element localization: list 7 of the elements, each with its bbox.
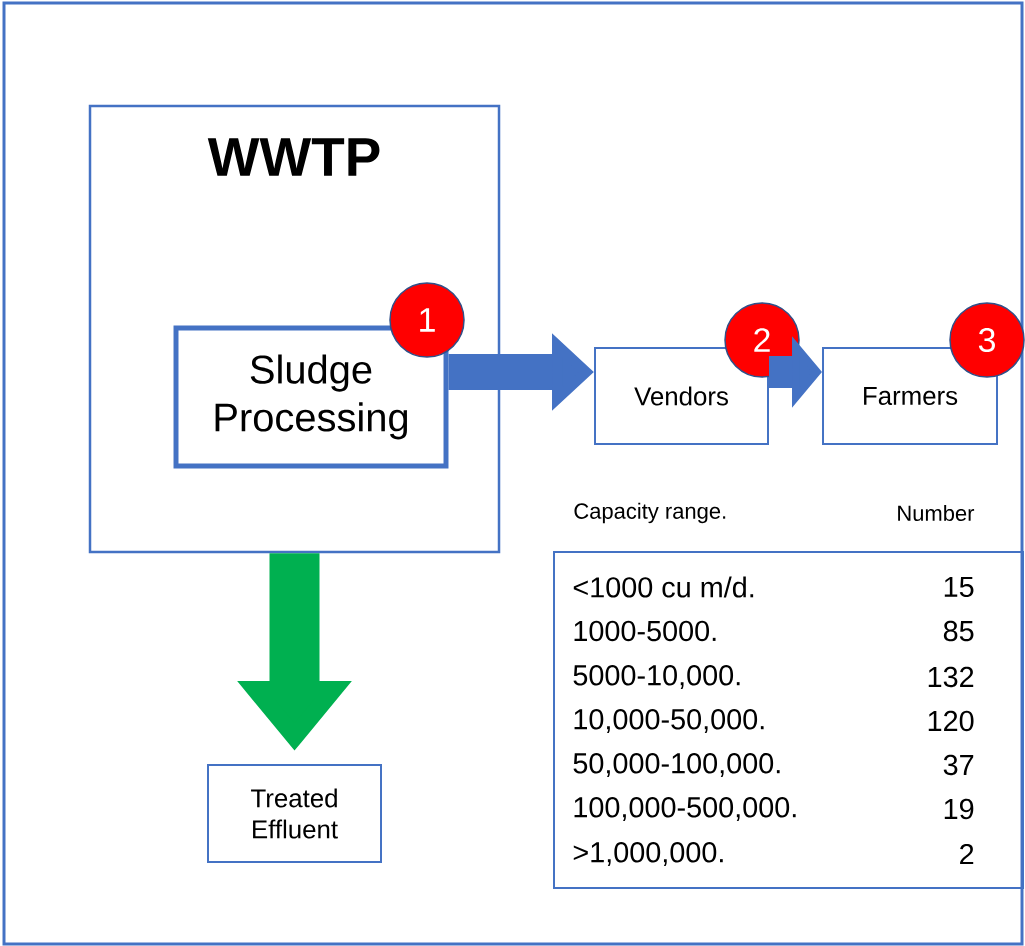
callout-number: 3: [949, 302, 1025, 378]
callout-number: 1: [389, 282, 465, 358]
process-box: Treated Effluent: [207, 764, 382, 863]
column-header: Capacity range.: [574, 502, 726, 524]
column-header: Number: [898, 504, 975, 522]
callout-number: 2: [724, 302, 800, 378]
data-table: <1000 cu m/d. 15 1000-5000. 85 5000-10,000. 132 10,000-50,000. 120 50,000-100,000. 37 100,000-500,000. 19 >1,000,000. 2: [553, 551, 1024, 889]
